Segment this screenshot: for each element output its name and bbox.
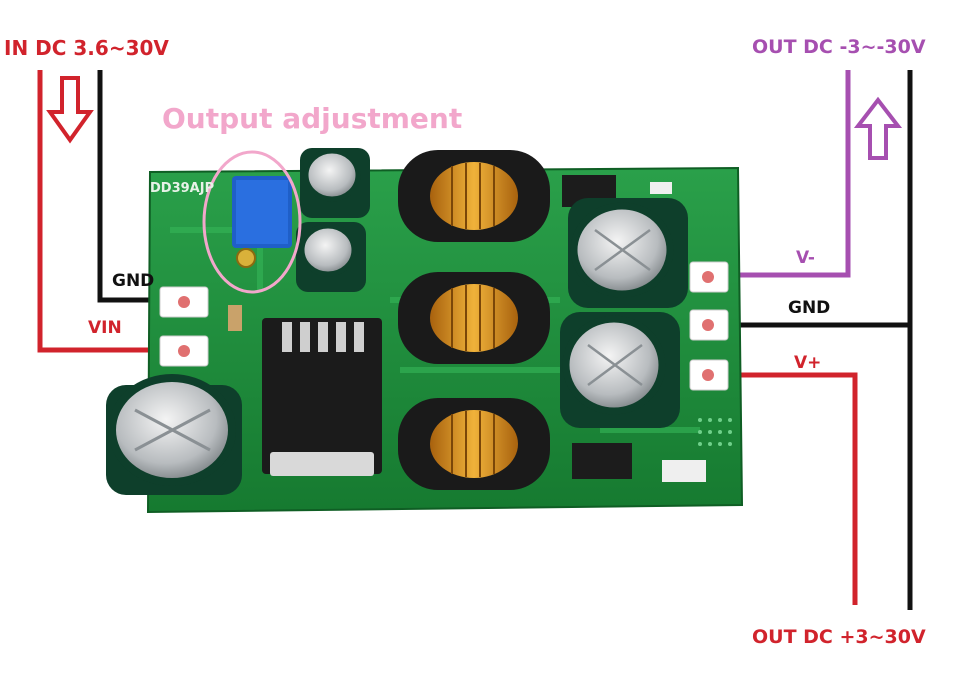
capacitors: [106, 148, 688, 495]
input-voltage-title: IN DC 3.6~30V: [4, 36, 169, 60]
negative-output-title: OUT DC -3~-30V: [752, 36, 926, 58]
wiring: [37, 70, 913, 610]
positive-output-title: OUT DC +3~30V: [752, 626, 926, 648]
vneg-wire: [708, 70, 851, 278]
vin-label: VIN: [88, 318, 122, 338]
vin-wire: [37, 70, 185, 353]
arrow-down-outline-icon: [46, 76, 94, 144]
vneg-label: V-: [796, 248, 815, 268]
board-model-silkscreen: DD39AJP: [150, 181, 215, 196]
output-gnd-label: GND: [788, 298, 831, 318]
adjust-highlight-ring: [202, 150, 302, 294]
arrow-up-outline-icon: [853, 96, 903, 160]
vpos-label: V+: [794, 353, 822, 373]
output-adjustment-label: Output adjustment: [162, 102, 463, 135]
trim-potentiometer: [232, 176, 292, 268]
vpos-wire: [708, 372, 858, 605]
inductors: [398, 150, 550, 490]
regulator-ic: [262, 318, 382, 476]
input-gnd-label: GND: [112, 271, 155, 291]
